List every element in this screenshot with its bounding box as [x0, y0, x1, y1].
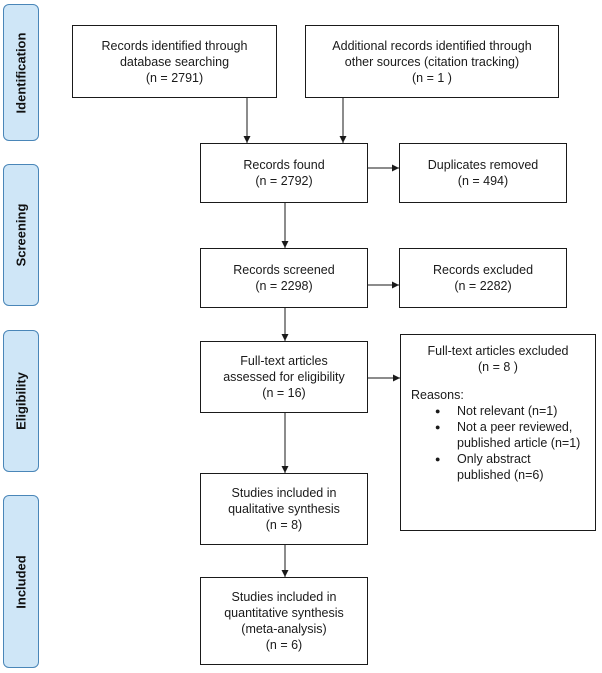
quantitative-count: (n = 6) — [265, 638, 303, 652]
quantitative-synthesis-box: Studies included in quantitative synthes… — [200, 577, 368, 665]
fulltext-assessed-count: (n = 16) — [262, 386, 306, 400]
reasons-list: Not relevant (n=1) Not a peer reviewed, … — [411, 403, 585, 483]
records-screened-box: Records screened (n = 2298) — [200, 248, 368, 308]
records-screened-line1: Records screened — [233, 263, 335, 277]
qualitative-count: (n = 8) — [265, 518, 303, 532]
phase-screening: Screening — [3, 164, 39, 306]
phase-included: Included — [3, 495, 39, 668]
duplicates-removed-count: (n = 494) — [457, 174, 509, 188]
reason-item: Only abstract published (n=6) — [435, 451, 585, 483]
records-other-line2: other sources (citation tracking) — [344, 54, 520, 69]
records-other-sources-box: Additional records identified through ot… — [305, 25, 559, 98]
fulltext-excluded-count: (n = 8 ) — [478, 360, 518, 374]
fulltext-assessed-line1: Full-text articles — [240, 354, 328, 368]
records-found-box: Records found (n = 2792) — [200, 143, 368, 203]
records-other-line1: Additional records identified through — [332, 38, 532, 53]
reason-item: Not a peer reviewed, published article (… — [435, 419, 585, 451]
fulltext-assessed-line2: assessed for eligibility — [223, 370, 345, 384]
quantitative-line2: quantitative synthesis — [224, 606, 344, 620]
quantitative-line1: Studies included in — [231, 590, 337, 604]
records-database-line1: Records identified through — [101, 38, 248, 53]
duplicates-removed-line1: Duplicates removed — [427, 158, 539, 172]
qualitative-synthesis-box: Studies included in qualitative synthesi… — [200, 473, 368, 545]
records-database-line2: database searching — [119, 54, 230, 69]
qualitative-line1: Studies included in — [231, 486, 337, 500]
reasons-label: Reasons: — [411, 388, 464, 402]
phase-eligibility: Eligibility — [3, 330, 39, 472]
records-found-line1: Records found — [243, 158, 325, 172]
records-other-count: (n = 1 ) — [412, 70, 452, 85]
records-screened-count: (n = 2298) — [255, 279, 313, 293]
records-found-count: (n = 2792) — [255, 174, 313, 188]
reason-item: Not relevant (n=1) — [435, 403, 585, 419]
records-excluded-line1: Records excluded — [432, 263, 534, 277]
records-database-box: Records identified through database sear… — [72, 25, 277, 98]
records-database-count: (n = 2791) — [145, 70, 204, 85]
fulltext-assessed-box: Full-text articles assessed for eligibil… — [200, 341, 368, 413]
qualitative-line2: qualitative synthesis — [228, 502, 340, 516]
phase-identification: Identification — [3, 4, 39, 141]
fulltext-excluded-line1: Full-text articles excluded — [427, 344, 569, 358]
quantitative-line3: (meta-analysis) — [241, 622, 327, 636]
records-excluded-count: (n = 2282) — [454, 279, 512, 293]
duplicates-removed-box: Duplicates removed (n = 494) — [399, 143, 567, 203]
fulltext-excluded-box: Full-text articles excluded (n = 8 ) Rea… — [400, 334, 596, 531]
records-excluded-box: Records excluded (n = 2282) — [399, 248, 567, 308]
